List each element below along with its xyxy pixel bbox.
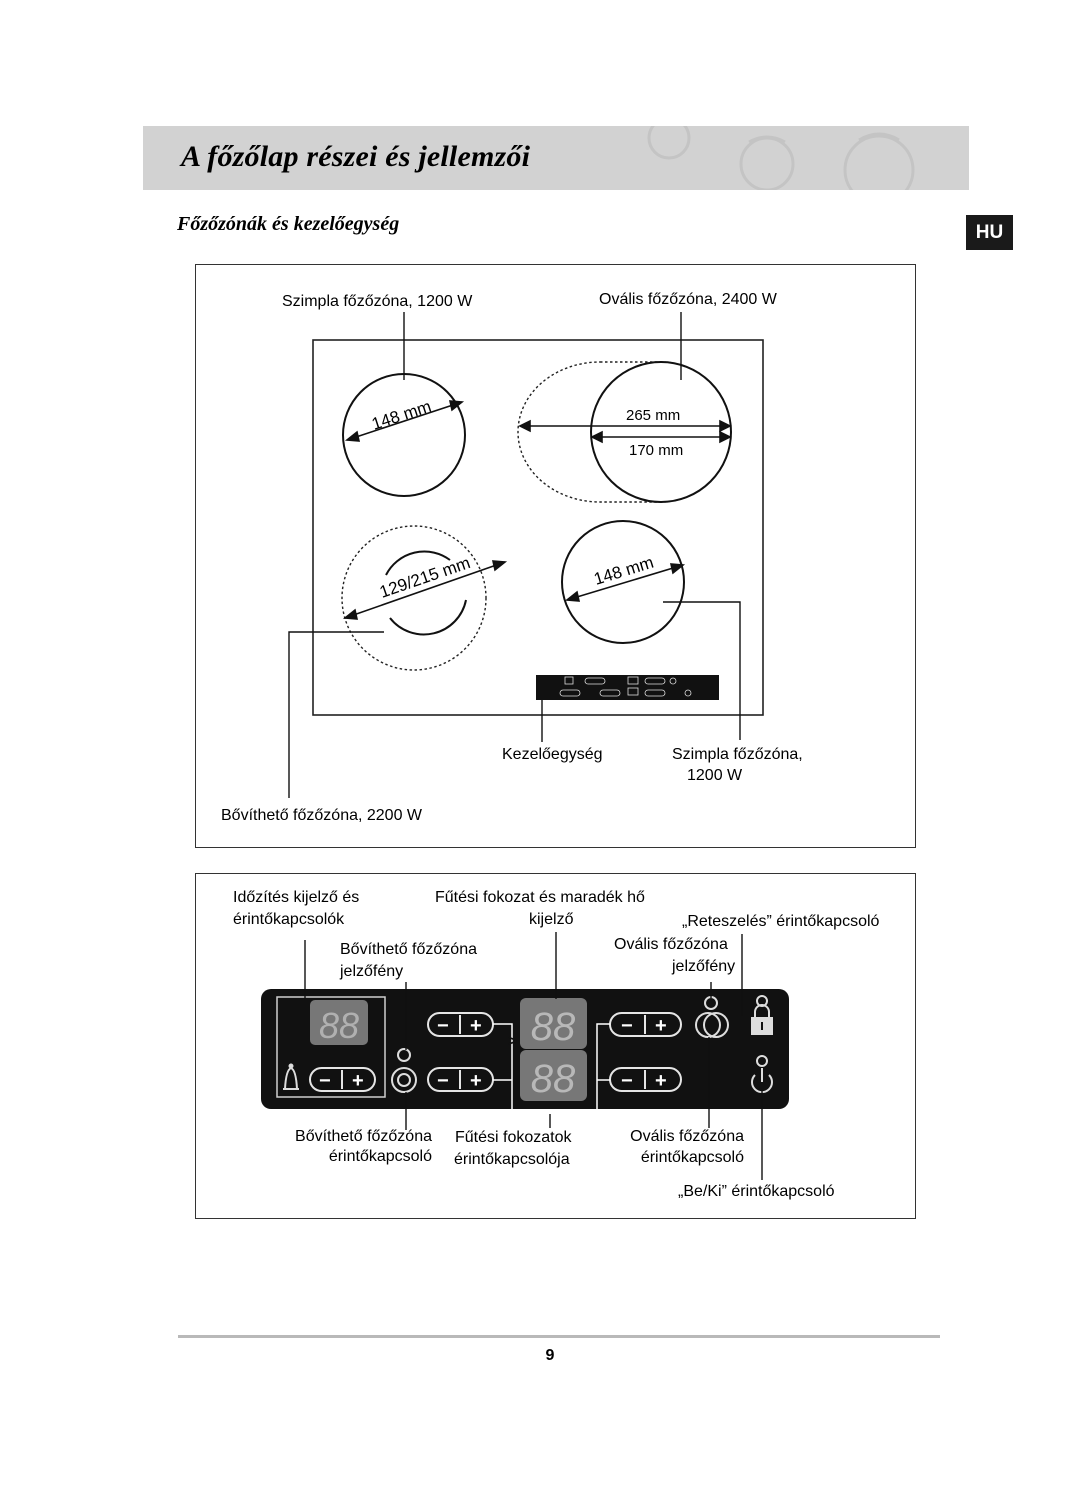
label-single-zone-top: Szimpla főzőzóna, 1200 W (282, 293, 473, 310)
label-single-zone-bottom-2: 1200 W (687, 767, 743, 784)
label-oval-switch-1: Ovális főzőzóna (630, 1128, 744, 1145)
section-title: Főzőzónák és kezelőegység (177, 213, 400, 235)
label-exp-light-2: jelzőfény (340, 963, 404, 980)
label-exp-switch-1: Bővíthető főzőzóna (295, 1128, 432, 1145)
label-exp-light-1: Bővíthető főzőzóna (340, 941, 477, 958)
label-heat-switch-1: Fűtési fokozatok (455, 1129, 572, 1146)
label-oval-light-1: Ovális főzőzóna (614, 936, 728, 953)
footer-divider (178, 1335, 940, 1338)
label-exp-switch-2: érintőkapcsoló (328, 1148, 432, 1165)
label-timer-2: érintőkapcsolók (233, 911, 345, 928)
label-power-switch: „Be/Ki” érintőkapcsoló (678, 1183, 835, 1200)
label-timer-1: Időzítés kijelző és (233, 889, 360, 906)
label-oval-light-2: jelzőfény (672, 958, 736, 975)
label-expandable-zone: Bővíthető főzőzóna, 2200 W (221, 807, 423, 824)
label-heat-display-1: Fűtési fokozat és maradék hő (435, 889, 645, 906)
label-single-zone-bottom-1: Szimpla főzőzóna, (672, 746, 803, 763)
label-oval-zone-top: Ovális főzőzóna, 2400 W (599, 291, 777, 308)
label-heat-display-2: kijelző (529, 911, 574, 928)
page-title: A főzőlap részei és jellemzői (181, 140, 531, 173)
page-number: 9 (545, 1347, 555, 1364)
label-oval-switch-2: érintőkapcsoló (640, 1149, 744, 1166)
label-lock-switch: „Reteszelés” érintőkapcsoló (682, 913, 880, 930)
language-badge: HU (966, 215, 1013, 250)
section-banner: A főzőlap részei és jellemzői (143, 126, 969, 190)
label-heat-switch-2: érintőkapcsolója (454, 1151, 570, 1168)
label-control-unit: Kezelőegység (502, 746, 603, 763)
tomato-decoration-icon (647, 126, 915, 190)
